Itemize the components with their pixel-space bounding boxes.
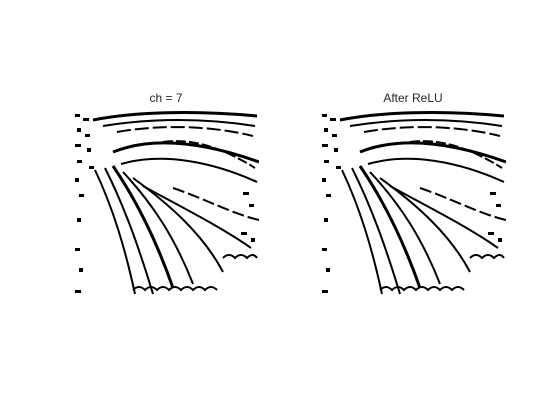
panel-right-image	[320, 108, 506, 296]
panel-title-right: After ReLU	[383, 91, 443, 105]
butterfly-wing-edges-left	[73, 111, 259, 296]
panel-title-left: ch = 7	[149, 91, 183, 105]
butterfly-wing-edges-right	[320, 111, 506, 296]
panel-left-image	[73, 108, 259, 296]
